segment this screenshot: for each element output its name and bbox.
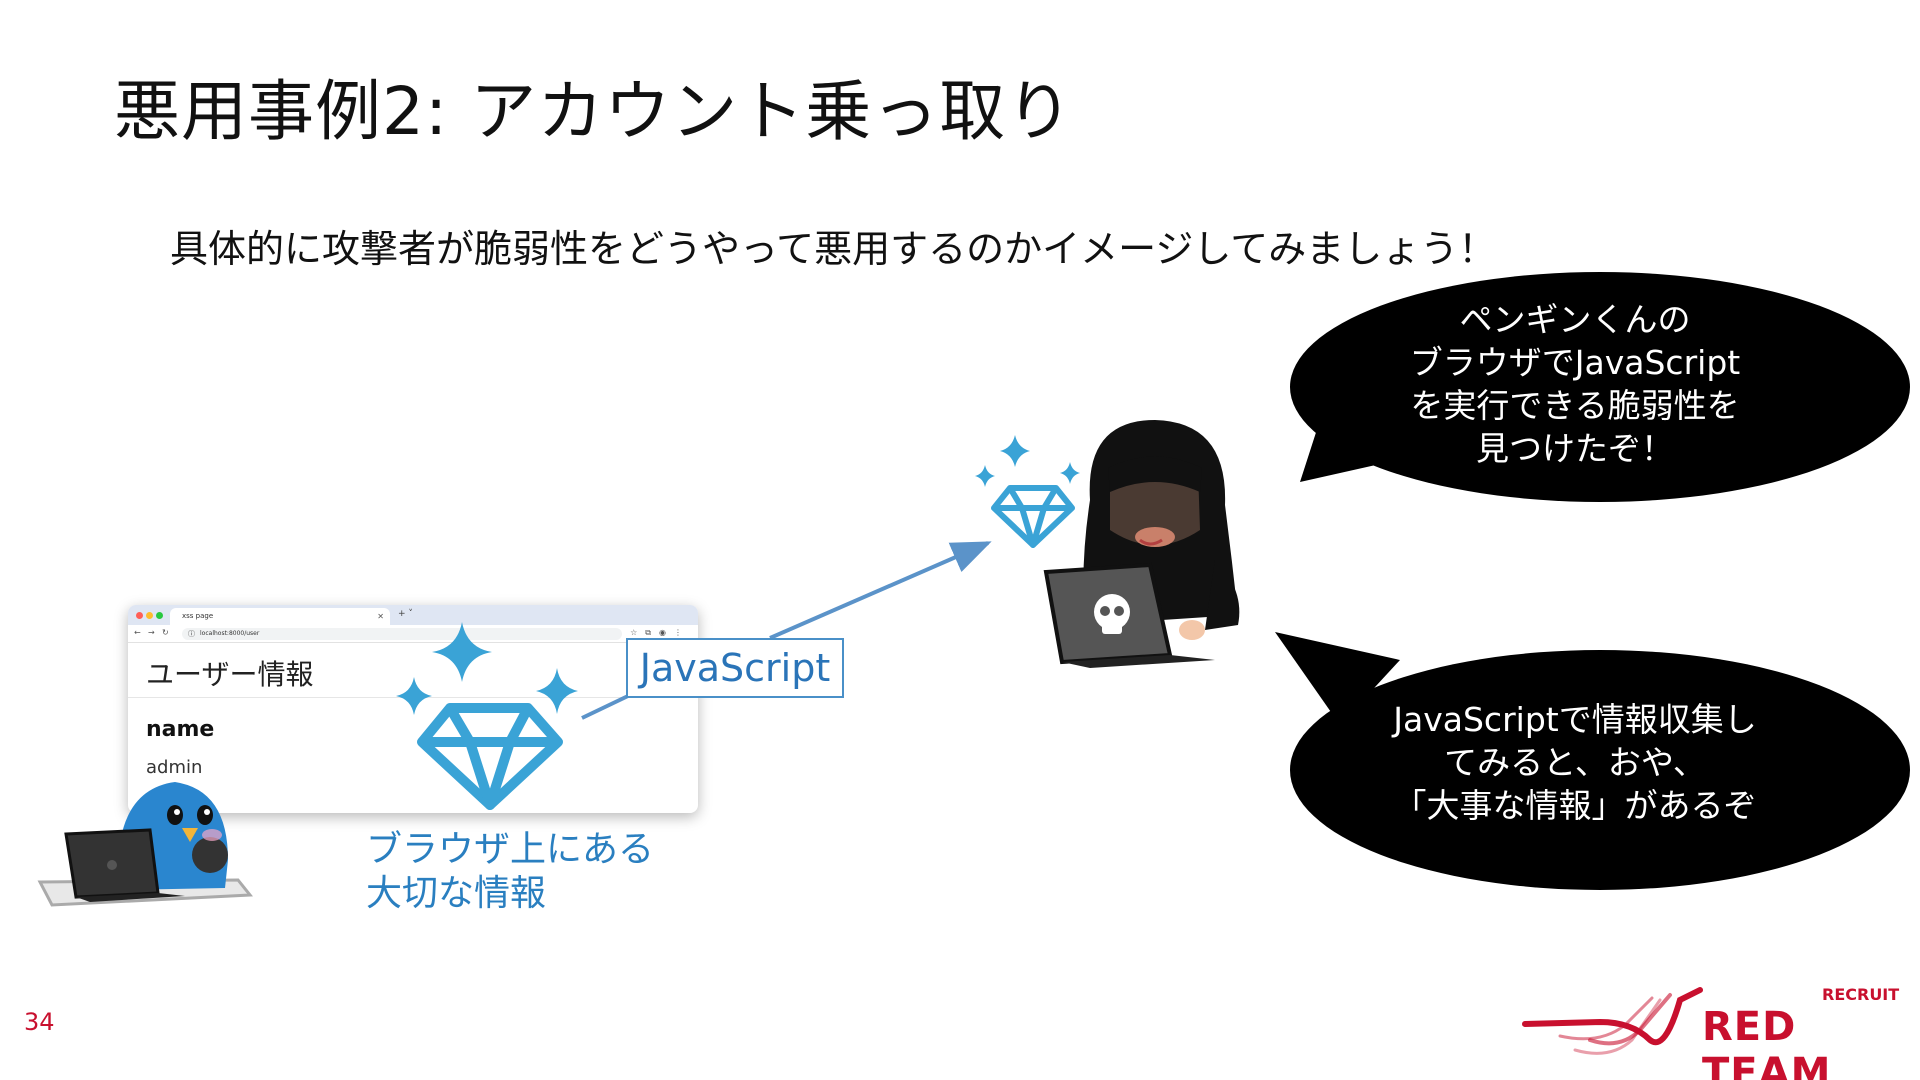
browser-tab[interactable]: xss page ✕ (170, 608, 390, 625)
address-text: localhost:8000/user (200, 630, 260, 637)
maximize-window-button[interactable] (156, 612, 163, 619)
caption-line: 大切な情報 (366, 873, 547, 914)
speech-bubble-found-text: ペンギンくんの ブラウザでJavaScript を実行できる脆弱性を 見つけたぞ… (1395, 298, 1755, 470)
hacker-illustration (1043, 420, 1240, 668)
minimize-window-button[interactable] (146, 612, 153, 619)
bubble-line: ペンギンくんの (1459, 300, 1691, 339)
small-sparkle-icon (975, 435, 1080, 487)
tab-close-icon[interactable]: ✕ (377, 612, 384, 621)
sparkle-icon (396, 622, 578, 715)
exfiltration-arrow (769, 541, 992, 640)
speech-bubble-collect (1275, 632, 1910, 890)
forward-icon[interactable]: → (148, 628, 155, 637)
browser-tab-title: xss page (182, 612, 214, 620)
bubble-line: 「大事な情報」があるぞ (1393, 786, 1757, 825)
speech-bubble-collect-text: JavaScriptで情報収集し てみると、おや、 「大事な情報」があるぞ (1370, 698, 1780, 827)
field-value: admin (146, 757, 203, 778)
red-team-logo-mark (1522, 987, 1703, 1055)
small-diamond-icon (991, 485, 1075, 548)
important-info-caption: ブラウザ上にある 大切な情報 (366, 828, 654, 916)
logo-red-team-text: RED TEAM (1702, 1004, 1832, 1080)
browser-url-bar: ← → ↻ ⓘ localhost:8000/user ☆⧉◉⋮ (128, 625, 698, 643)
bubble-line: を実行できる脆弱性を (1410, 386, 1740, 425)
page-number: 34 (24, 1008, 55, 1036)
penguin-illustration (37, 782, 254, 907)
browser-tab-bar: xss page ✕ + ˅ (128, 605, 698, 625)
connector-line (581, 694, 629, 720)
field-label: name (146, 717, 215, 742)
bubble-line: 見つけたぞ！ (1476, 429, 1674, 468)
diamond-icon (417, 703, 563, 810)
back-icon[interactable]: ← (134, 628, 141, 637)
bubble-line: JavaScriptで情報収集し (1393, 700, 1757, 739)
slide-title: 悪用事例2: アカウント乗っ取り (114, 73, 1074, 150)
page-heading: ユーザー情報 (146, 658, 314, 691)
address-bar[interactable]: ⓘ localhost:8000/user (182, 628, 622, 640)
slide-subtitle: 具体的に攻撃者が脆弱性をどうやって悪用するのかイメージしてみましょう！ (170, 227, 1497, 271)
bubble-line: てみると、おや、 (1444, 743, 1706, 782)
site-info-icon[interactable]: ⓘ (188, 630, 195, 638)
close-window-button[interactable] (136, 612, 143, 619)
skull-icon (1094, 594, 1130, 634)
caption-line: ブラウザ上にある (366, 829, 655, 870)
reload-icon[interactable]: ↻ (162, 628, 169, 637)
logo-recruit-text: RECRUIT (1822, 985, 1900, 1004)
speech-bubble-found (1290, 272, 1910, 502)
new-tab-icon[interactable]: + ˅ (398, 609, 413, 619)
browser-toolbar-icons[interactable]: ☆⧉◉⋮ (630, 628, 690, 637)
javascript-label: JavaScript (626, 638, 844, 698)
bubble-line: ブラウザでJavaScript (1409, 343, 1741, 382)
